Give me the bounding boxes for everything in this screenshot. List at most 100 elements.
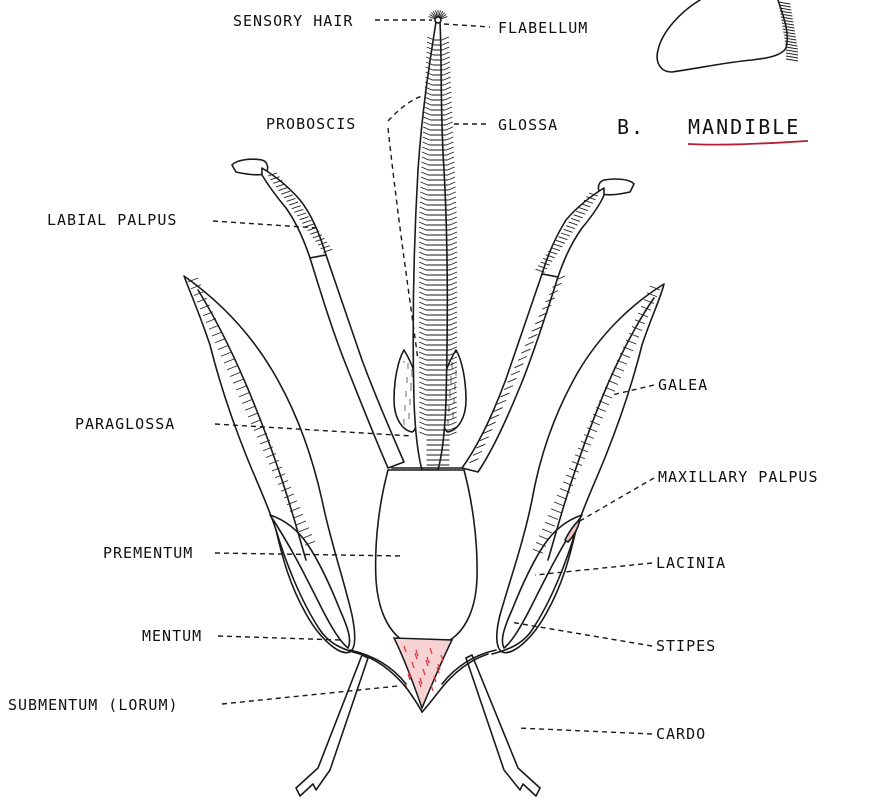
paraglossa-stipple [405, 391, 406, 392]
label-galea: GALEA [658, 376, 708, 394]
paraglossa-stipple [450, 376, 451, 377]
paraglossa-stipple [450, 382, 451, 383]
paraglossa-stipple [405, 395, 406, 396]
label-stipes: STIPES [656, 637, 716, 655]
paraglossa-stipple [408, 415, 409, 416]
glossa-hair [445, 102, 452, 105]
label-prementum: PREMENTUM [103, 544, 193, 562]
glossa-hair [449, 202, 456, 205]
label-mentum: MENTUM [142, 627, 202, 645]
mandible-hair [786, 56, 798, 58]
glossa-hair [445, 107, 452, 110]
glossa-hair [450, 257, 457, 260]
glossa-hair [450, 232, 457, 235]
glossa-hair [450, 327, 457, 330]
glossa-hair [447, 162, 454, 165]
label-labial-palpus: LABIAL PALPUS [47, 211, 177, 229]
glossa-hair [444, 92, 451, 95]
paraglossa-stipple [448, 410, 449, 411]
mandible-hair [782, 26, 794, 28]
glossa-hair [443, 67, 450, 70]
paraglossa-stipple [449, 392, 450, 393]
paraglossa-stipple [406, 377, 407, 378]
glossa-hair [450, 432, 457, 435]
paraglossa-stipple [448, 408, 449, 409]
paraglossa-stipple [404, 405, 405, 406]
glossa-hair [450, 242, 457, 245]
glossa-hair [447, 142, 454, 145]
glossa-hair [450, 272, 457, 275]
glossa-hair [446, 137, 453, 140]
mandible-hair [786, 50, 798, 52]
paraglossa-stipple [455, 370, 456, 371]
glossa-hair [443, 72, 450, 75]
paraglossa-stipple [407, 367, 408, 368]
label-maxillary-palpus: MAXILLARY PALPUS [658, 468, 819, 486]
glossa-hair [450, 267, 457, 270]
glossa-hair [450, 222, 457, 225]
paraglossa-stipple [453, 400, 454, 401]
paraglossa-stipple [403, 361, 404, 362]
paraglossa-stipple [411, 373, 412, 374]
glossa-hair [450, 217, 457, 220]
paraglossa-stipple [452, 414, 453, 415]
paraglossa-stipple [409, 403, 410, 404]
label-proboscis: PROBOSCIS [266, 115, 356, 133]
glossa-hair [450, 227, 457, 230]
mandible-hair [784, 38, 796, 40]
paraglossa-stipple [410, 383, 411, 384]
paraglossa-stipple [450, 380, 451, 381]
glossa-hair [450, 237, 457, 240]
glossa-hair [450, 282, 457, 285]
paraglossa-stipple [408, 417, 409, 418]
mandible-hair [782, 23, 794, 25]
label-sensory-hair: SENSORY HAIR [233, 12, 353, 30]
submentum-lorum [394, 638, 452, 708]
paraglossa-stipple [403, 419, 404, 420]
glossa-hair [450, 212, 457, 215]
glossa-hair [448, 187, 455, 190]
paraglossa-stipple [406, 379, 407, 380]
glossa-hair [446, 127, 453, 130]
mandible-hair [781, 20, 793, 22]
paraglossa-stipple [406, 381, 407, 382]
glossa-hair [449, 207, 456, 210]
glossa-hair [442, 37, 449, 40]
glossa-hair [447, 152, 454, 155]
glossa-hair [446, 122, 453, 125]
paraglossa-stipple [411, 371, 412, 372]
glossa-hair [443, 52, 450, 55]
glossa-hair [450, 302, 457, 305]
glossa-hair [447, 157, 454, 160]
paraglossa-stipple [410, 387, 411, 388]
paraglossa-stipple [404, 409, 405, 410]
cardo-right [466, 655, 540, 796]
paraglossa-stipple [410, 389, 411, 390]
paraglossa-stipple [405, 393, 406, 394]
glossa-hair [450, 297, 457, 300]
paraglossa-stipple [454, 388, 455, 389]
glossa-hair [450, 317, 457, 320]
mandible-hair [783, 32, 795, 34]
label-glossa: GLOSSA [498, 116, 558, 134]
glossa-hair [449, 197, 456, 200]
glossa-hair [445, 112, 452, 115]
paraglossa-stipple [410, 385, 411, 386]
glossa-hair [450, 287, 457, 290]
glossa-hair [450, 322, 457, 325]
glossa-hair [450, 332, 457, 335]
paraglossa-stipple [452, 416, 453, 417]
mandible-hair [786, 53, 798, 55]
glossa-hair [444, 87, 451, 90]
glossa-hair [450, 252, 457, 255]
label-paraglossa: PARAGLOSSA [75, 415, 175, 433]
paraglossa-stipple [411, 369, 412, 370]
paraglossa-stipple [403, 423, 404, 424]
glossa-hair [446, 132, 453, 135]
glossa-hair [445, 97, 452, 100]
paraglossa-stipple [455, 374, 456, 375]
paraglossa-stipple [447, 422, 448, 423]
glossa-hair [450, 292, 457, 295]
